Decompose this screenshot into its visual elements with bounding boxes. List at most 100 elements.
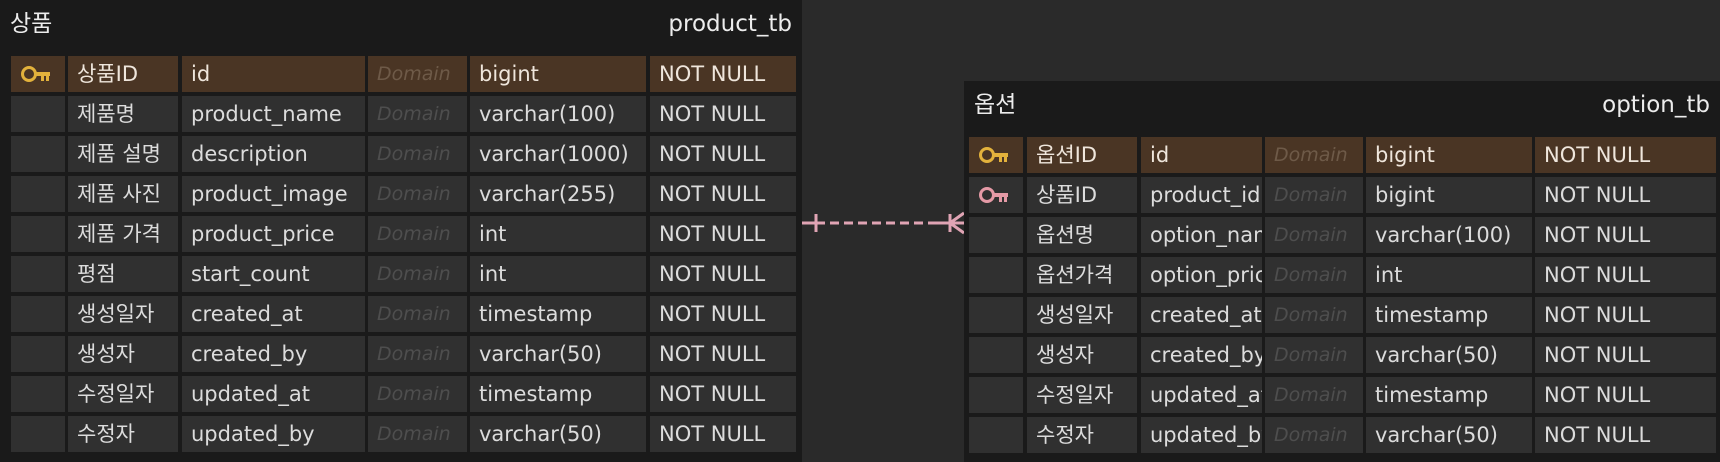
column-physical-name[interactable]: id (1141, 137, 1262, 173)
column-physical-name[interactable]: product_name (182, 96, 365, 132)
column-data-type[interactable]: varchar(1000) (470, 136, 646, 172)
column-nullable[interactable]: NOT NULL (650, 136, 796, 172)
column-nullable[interactable]: NOT NULL (650, 216, 796, 252)
column-physical-name[interactable]: id (182, 56, 365, 92)
column-domain[interactable]: Domain (368, 96, 467, 132)
column-nullable[interactable]: NOT NULL (1535, 417, 1716, 453)
column-physical-name[interactable]: start_count (182, 256, 365, 292)
column-nullable[interactable]: NOT NULL (650, 176, 796, 212)
column-data-type[interactable]: bigint (470, 56, 646, 92)
column-domain[interactable]: Domain (368, 336, 467, 372)
column-data-type[interactable]: varchar(100) (1366, 217, 1532, 253)
column-nullable[interactable]: NOT NULL (1535, 257, 1716, 293)
column-logical-name[interactable]: 수정자 (68, 416, 178, 452)
column-logical-name[interactable]: 수정일자 (1027, 377, 1137, 413)
column-data-type[interactable]: bigint (1366, 137, 1532, 173)
column-data-type[interactable]: varchar(100) (470, 96, 646, 132)
column-nullable[interactable]: NOT NULL (650, 256, 796, 292)
column-physical-name[interactable]: product_image (182, 176, 365, 212)
column-physical-name[interactable]: updated_at (1141, 377, 1262, 413)
column-data-type[interactable]: int (1366, 257, 1532, 293)
column-logical-name[interactable]: 평점 (68, 256, 178, 292)
column-physical-name[interactable]: updated_by (1141, 417, 1262, 453)
column-domain[interactable]: Domain (368, 256, 467, 292)
column-physical-name[interactable]: created_by (182, 336, 365, 372)
column-logical-name[interactable]: 수정자 (1027, 417, 1137, 453)
column-logical-name[interactable]: 수정일자 (68, 376, 178, 412)
column-logical-name[interactable]: 제품명 (68, 96, 178, 132)
column-domain[interactable]: Domain (368, 376, 467, 412)
column-data-type[interactable]: varchar(50) (1366, 417, 1532, 453)
entity-header[interactable]: 상품 product_tb (0, 0, 802, 48)
column-data-type[interactable]: timestamp (470, 296, 646, 332)
column-physical-name[interactable]: description (182, 136, 365, 172)
column-logical-name[interactable]: 옵션명 (1027, 217, 1137, 253)
column-domain[interactable]: Domain (1265, 337, 1363, 373)
column-logical-name[interactable]: 옵션ID (1027, 137, 1137, 173)
column-physical-name[interactable]: product_price (182, 216, 365, 252)
column-domain[interactable]: Domain (1265, 177, 1363, 213)
column-data-type[interactable]: varchar(50) (470, 416, 646, 452)
column-nullable[interactable]: NOT NULL (1535, 337, 1716, 373)
column-domain[interactable]: Domain (1265, 217, 1363, 253)
column-domain[interactable]: Domain (1265, 257, 1363, 293)
column-data-type[interactable]: timestamp (1366, 297, 1532, 333)
relationship-line[interactable] (802, 200, 964, 240)
column-domain[interactable]: Domain (1265, 297, 1363, 333)
column-data-type[interactable]: timestamp (1366, 377, 1532, 413)
column-domain[interactable]: Domain (1265, 417, 1363, 453)
column-data-type[interactable]: bigint (1366, 177, 1532, 213)
column-data-type[interactable]: int (470, 256, 646, 292)
column-logical-name[interactable]: 생성일자 (68, 296, 178, 332)
column-physical-name[interactable]: updated_by (182, 416, 365, 452)
column-domain[interactable]: Domain (1265, 377, 1363, 413)
column-logical-name[interactable]: 상품ID (1027, 177, 1137, 213)
entity-header[interactable]: 옵션 option_tb (964, 81, 1720, 129)
column-domain[interactable]: Domain (368, 296, 467, 332)
column-nullable[interactable]: NOT NULL (1535, 297, 1716, 333)
column-physical-name[interactable]: created_at (1141, 297, 1262, 333)
column-domain[interactable]: Domain (368, 416, 467, 452)
column-nullable[interactable]: NOT NULL (1535, 377, 1716, 413)
column-logical-name[interactable]: 생성자 (1027, 337, 1137, 373)
column-domain[interactable]: Domain (368, 136, 467, 172)
column-logical-name[interactable]: 옵션가격 (1027, 257, 1137, 293)
column-nullable[interactable]: NOT NULL (650, 376, 796, 412)
column-nullable[interactable]: NOT NULL (650, 96, 796, 132)
column-data-type[interactable]: int (470, 216, 646, 252)
column-physical-name[interactable]: updated_at (182, 376, 365, 412)
column-logical-name[interactable]: 제품 가격 (68, 216, 178, 252)
column-nullable[interactable]: NOT NULL (1535, 137, 1716, 173)
column-domain[interactable]: Domain (368, 176, 467, 212)
column-physical-name[interactable]: product_id (1141, 177, 1262, 213)
column-physical-name[interactable]: option_name (1141, 217, 1262, 253)
column-domain[interactable]: Domain (368, 216, 467, 252)
column-domain[interactable]: Domain (1265, 137, 1363, 173)
column-data-type[interactable]: varchar(50) (470, 336, 646, 372)
column-data-type[interactable]: varchar(50) (1366, 337, 1532, 373)
column-physical-name[interactable]: created_by (1141, 337, 1262, 373)
column-nullable[interactable]: NOT NULL (650, 336, 796, 372)
column-logical-name[interactable]: 생성자 (68, 336, 178, 372)
column-nullable[interactable]: NOT NULL (1535, 177, 1716, 213)
column-data-type[interactable]: varchar(255) (470, 176, 646, 212)
